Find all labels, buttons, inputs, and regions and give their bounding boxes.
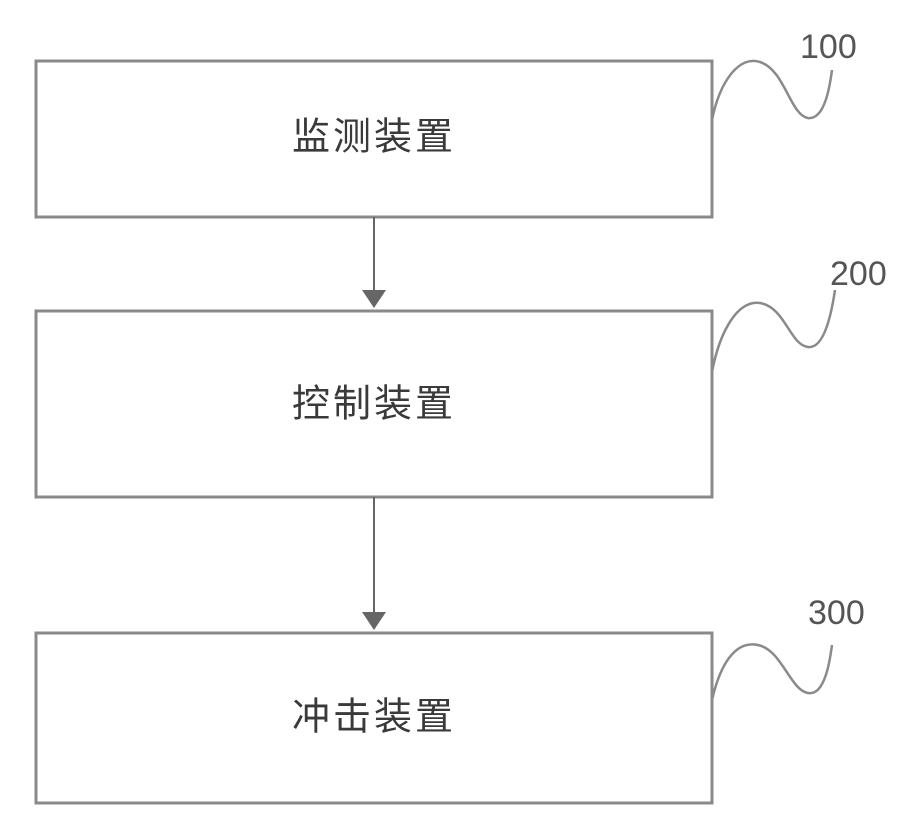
arrowhead-1 xyxy=(362,290,386,308)
ref-100-leader-line xyxy=(712,61,832,120)
control-device-label: 控制装置 xyxy=(292,382,456,426)
control-device-block: 控制装置 xyxy=(36,311,712,497)
ref-200-label: 200 xyxy=(830,255,887,293)
ref-100-label: 100 xyxy=(800,28,857,66)
ref-200-leader-line xyxy=(712,290,835,372)
arrowhead-2 xyxy=(362,612,386,630)
monitoring-device-block: 监测装置 xyxy=(36,61,712,217)
ref-300-leader-line xyxy=(712,644,832,700)
impact-device-block: 冲击装置 xyxy=(36,633,712,803)
impact-device-label: 冲击装置 xyxy=(292,695,456,739)
ref-300-label: 300 xyxy=(808,594,865,632)
monitoring-device-label: 监测装置 xyxy=(292,115,456,159)
